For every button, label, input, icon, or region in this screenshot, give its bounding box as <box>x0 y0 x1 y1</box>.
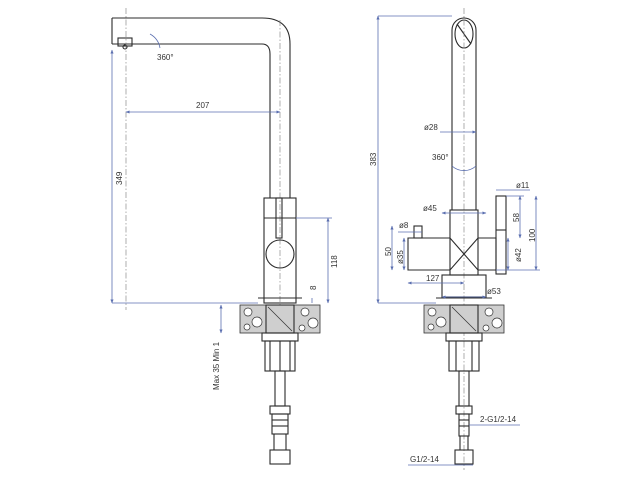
side-body-height-label: 118 <box>330 255 339 268</box>
side-rotation-label: 360° <box>157 53 174 62</box>
front-lever-diameter-label: ø8 <box>399 221 409 230</box>
front-hose-thread-label: 2-G1/2-14 <box>480 415 517 424</box>
front-body-diameter-label: ø45 <box>423 204 437 213</box>
front-right-body-label: ø42 <box>514 248 523 262</box>
front-view: 360° ø28 383 ø45 ø8 50 ø35 <box>369 8 540 470</box>
front-column-diameter-label: ø11 <box>516 181 530 190</box>
front-rotation-label: 360° <box>432 153 449 162</box>
front-width-label: 127 <box>426 274 440 283</box>
side-shank-hoses <box>261 332 299 465</box>
front-base-diameter-label: ø53 <box>487 287 501 296</box>
side-reach-label: 207 <box>196 101 210 110</box>
front-right-height-label: 100 <box>528 228 537 242</box>
side-body <box>258 197 302 304</box>
front-countertop <box>423 304 505 334</box>
front-lever-height-label: 50 <box>384 247 393 256</box>
front-spout-diameter-label: ø28 <box>424 123 438 132</box>
front-lever-body-label: ø35 <box>396 250 405 264</box>
front-inlet-thread-label: G1/2-14 <box>410 455 439 464</box>
front-height-label: 383 <box>369 152 378 166</box>
front-spout <box>451 8 477 470</box>
side-height-label: 349 <box>115 171 124 185</box>
side-countertop <box>239 304 321 334</box>
side-deck-label: Max 35 Min 1 <box>212 341 221 390</box>
front-column-top-label: 58 <box>512 213 521 222</box>
front-shank-hoses <box>445 332 483 465</box>
side-view: 360° 207 349 118 8 <box>110 8 339 465</box>
side-base-height-label: 8 <box>309 285 318 290</box>
side-spout <box>111 8 291 310</box>
